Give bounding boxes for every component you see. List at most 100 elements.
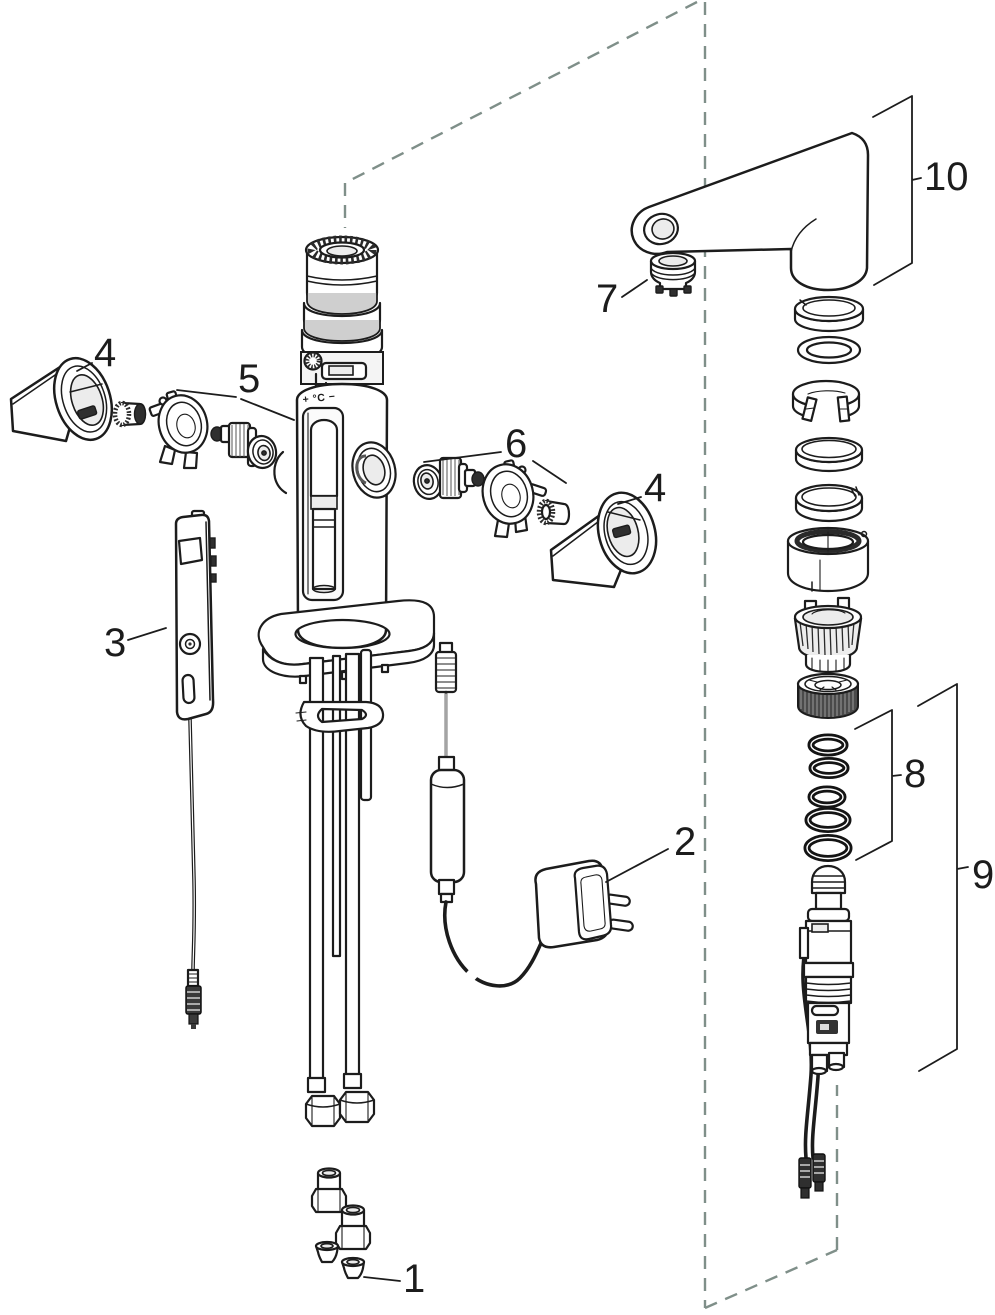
o-ring-groove xyxy=(303,320,381,342)
threaded-stud xyxy=(331,654,342,958)
tailpiece-fittings: 1 xyxy=(310,1167,425,1301)
aerator-foot xyxy=(683,285,692,294)
plug-face xyxy=(573,864,613,941)
supply-hoses-and-studs xyxy=(295,648,385,1128)
spout-ring-stack xyxy=(786,295,870,593)
valve-neck xyxy=(814,891,843,911)
cartridge-inside xyxy=(309,418,339,498)
base-plate xyxy=(257,599,436,685)
label-3: 3 xyxy=(104,621,126,665)
knurled-rim xyxy=(112,400,132,428)
spout-o-ring-inner xyxy=(805,341,853,359)
flow-regulator-body xyxy=(148,390,209,470)
aerator-foot xyxy=(669,288,678,297)
label-6: 6 xyxy=(505,422,527,466)
cone-seal xyxy=(340,1256,366,1280)
panel-side-tab xyxy=(209,537,216,549)
label-7: 7 xyxy=(596,277,618,321)
spout-body xyxy=(630,131,870,292)
check-valve-cartridge xyxy=(412,456,485,500)
label-5: 5 xyxy=(238,357,260,401)
check-valve-cartridge xyxy=(210,421,278,470)
support-ring xyxy=(794,436,864,464)
spout-base-curve xyxy=(790,218,817,253)
label-3-group: 3 xyxy=(104,621,167,665)
label-4-right-group: 4 xyxy=(617,466,666,510)
dashed-bottom-diagonal xyxy=(704,1248,838,1310)
panel-side-tab xyxy=(210,555,217,567)
handle-slot xyxy=(611,524,632,539)
spout-o-ring xyxy=(796,335,862,365)
temperature-marking: + °C − xyxy=(302,391,336,406)
label-10: 10 xyxy=(924,155,969,199)
o-ring-set xyxy=(803,733,853,862)
valve-top-cap xyxy=(810,864,847,895)
label-6-group: 6 xyxy=(423,422,567,484)
panel-side-tab xyxy=(210,573,217,583)
valve-mid-band xyxy=(802,961,855,979)
label-8: 8 xyxy=(904,752,926,796)
control-panel xyxy=(174,509,217,1029)
valve-cable-connectors xyxy=(798,1153,826,1199)
bevel-ring-inner xyxy=(802,299,856,317)
mounting-washer xyxy=(299,700,385,733)
label-2-group: 2 xyxy=(605,820,696,883)
o-ring-groove xyxy=(306,293,378,315)
label-7-group: 7 xyxy=(596,277,648,321)
body-cutaway xyxy=(301,406,345,602)
valve-window xyxy=(810,1004,840,1017)
spout xyxy=(630,131,870,292)
bevel-ring xyxy=(793,295,865,323)
adapter-cable xyxy=(443,900,544,988)
solenoid-valve xyxy=(798,864,855,1199)
inline-connector-plug xyxy=(434,641,458,762)
spout-mouth-opening xyxy=(651,218,675,240)
panel-body xyxy=(174,513,215,721)
bearing-collar xyxy=(786,526,870,593)
toothed-lock-cap xyxy=(793,596,863,674)
label-4-right: 4 xyxy=(644,466,666,510)
lever-handle-right xyxy=(549,491,658,589)
base-plate-edge xyxy=(261,631,436,678)
label-4-left-group: 4 xyxy=(76,331,116,375)
side-port xyxy=(351,441,397,499)
cone-seal xyxy=(314,1240,340,1264)
hose-collar xyxy=(342,1072,363,1090)
label-4-left: 4 xyxy=(94,331,116,375)
adapter-face xyxy=(133,403,147,425)
spout-bracket: 10 xyxy=(872,95,969,286)
reducer-nut xyxy=(310,1167,348,1214)
handle-slot xyxy=(77,405,98,420)
hose-nut-pair xyxy=(304,1090,376,1128)
aerator-screen xyxy=(658,255,688,267)
valve-bracket: 9 xyxy=(917,683,994,1072)
label-5-group: 5 xyxy=(176,357,295,421)
cable-break xyxy=(462,966,481,985)
valve-cable-clip xyxy=(798,926,810,960)
threaded-retainer-ring xyxy=(796,672,860,720)
dashed-top-diagonal xyxy=(344,0,698,185)
handle-adapter-right xyxy=(536,498,571,526)
reducer-nut xyxy=(334,1204,372,1251)
o-ring-set-bracket: 8 xyxy=(854,709,926,861)
panel-display xyxy=(177,536,204,566)
aerator-insert xyxy=(649,251,697,297)
label-1: 1 xyxy=(403,1257,425,1301)
label-2: 2 xyxy=(674,820,696,864)
split-c-ring xyxy=(791,379,861,428)
valve-flange xyxy=(806,907,851,923)
power-adapter xyxy=(429,641,634,988)
flow-control-set-right xyxy=(412,456,571,539)
panel-cable-connector xyxy=(185,985,202,1029)
valve-cable xyxy=(801,943,814,1160)
aerator-foot xyxy=(655,285,664,294)
panel-slot xyxy=(181,673,196,705)
mounting-plane-dashed-outline xyxy=(343,0,839,1310)
lever-handle-left xyxy=(9,356,114,443)
flow-control-set-left xyxy=(148,390,278,470)
body-left-bulge xyxy=(273,450,288,495)
handle-adapter-left xyxy=(112,400,147,428)
flow-regulator-body xyxy=(481,459,548,539)
